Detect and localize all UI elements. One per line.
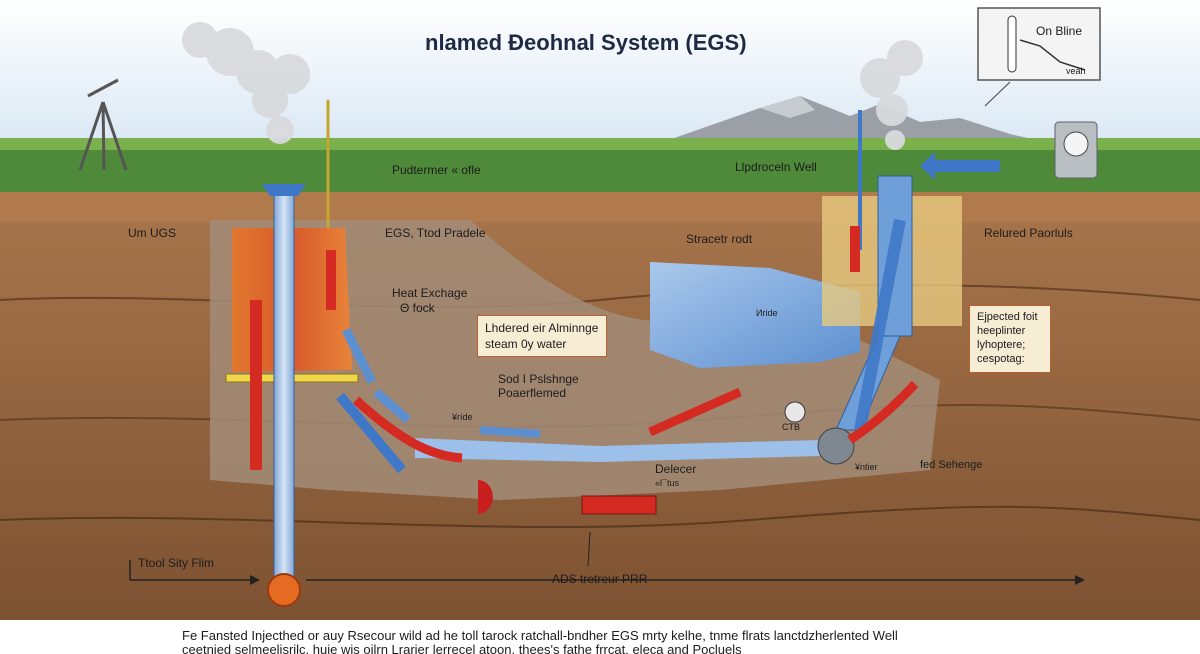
production-well-pipe [273,191,295,593]
well-bottom-heater [267,573,301,607]
survey-tripod [78,78,128,171]
label-heat-exchange: Heat Exchage [392,286,468,300]
callout-exported-line: lyhoptere; [977,339,1026,351]
caption-line: Fe Fansted Injecthed or auy Rsecour wild… [182,628,898,643]
label-ads-pfr: ADS tretreur PRR [552,572,648,586]
label-sod-discharge-sub: Poaerflemed [498,386,567,400]
production-wellhead [262,184,306,196]
callout-hydro-line: Lhdered eir Alminnge [485,321,599,335]
label-sod-discharge: Sod I Pslshnge [498,372,579,386]
label-injection-well: Llpdroceln Well [735,160,817,174]
label-partner-hole: Pudtermer « ofle [392,163,481,177]
label-um-ugs: Um UGS [128,226,176,240]
label-tool-sty-firm: Ttool Sity Flim [138,556,215,570]
thermometer-icon [1007,15,1017,73]
fractured-rock [650,262,860,368]
label-small-1: ¥ríde [452,412,473,422]
label-heat-exchange-sub: Θ fock [400,301,435,315]
caption-line: ceetnied selmeelisrilc, huie wis oilrn L… [182,642,742,654]
heat-pump-unit [581,495,657,515]
label-stretch-rock: Stracetr rodt [686,232,753,246]
callout-exported-line: heeplinter [977,325,1026,337]
label-small-4: CTB [782,422,800,432]
label-deluce-sub: «l¯tus [655,478,679,488]
turbine-icon [478,480,493,514]
callout-exported-line: cespotag: [977,353,1025,365]
fracture-channel [415,438,820,462]
label-small-3: ¥ntier [855,462,878,472]
hot-flow-arrows [250,226,919,470]
callout-exported: Ejpected foit heeplinter lyhoptere; cesp… [969,305,1051,373]
callout-hydro-line: steam 0y water [485,337,567,351]
steam-plume-left [182,22,310,144]
steam-plume-right [860,40,923,150]
label-reduced-products: Relured Paorluls [984,226,1073,240]
inset-label: On Bline [1036,24,1083,38]
figure-caption: Fe Fansted Injecthed or auy Rsecour wild… [182,629,1182,654]
inset-sublabel: veah [1066,66,1086,76]
callout-exported-line: Ejpected foit [977,311,1038,323]
cold-flow-arrows [336,152,1000,474]
label-rd-sthrge: fed Sehenge [920,459,983,471]
gauge-icon [784,401,806,423]
label-small-2: Иride [756,308,778,318]
injection-pump [817,427,855,465]
label-deluce: Delecer [655,462,697,476]
callout-hydro: Lhdered eir Alminnge steam 0y water [477,315,607,357]
label-egs-pressure: EGS, Ttod Pradele [385,226,486,240]
diagram-title: nlamed Đeohnal System (EGS) [425,30,747,55]
